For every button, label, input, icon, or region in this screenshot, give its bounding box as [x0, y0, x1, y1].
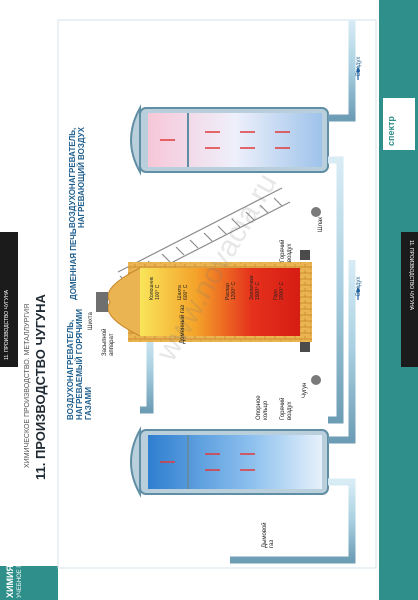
publisher-logo: [383, 98, 415, 150]
left-band-text: 11. ПРОИЗВОДСТВО ЧУГУНА: [4, 290, 10, 360]
right-index-band: [401, 232, 418, 367]
footer-subject-bar: [0, 566, 58, 600]
right-band-text: 11. ПРОИЗВОДСТВО ЧУГУНА: [408, 240, 414, 310]
subject-sub: УЧЕБНОЕ ПОСОБИЕ: [17, 537, 23, 598]
iron-ladle: [311, 375, 321, 385]
furnace-interior: [140, 268, 300, 336]
label-charge: Шихта: [88, 312, 94, 330]
label-blast-gas: Доменный газ: [180, 305, 186, 344]
poster-title: 11. ПРОИЗВОДСТВО ЧУГУНА: [33, 294, 48, 480]
diagram-frame: [57, 19, 377, 569]
tuyere-top: [300, 250, 310, 260]
air-heater-top: [130, 104, 329, 176]
tuyere-bottom: [300, 342, 310, 352]
label-slag: Шлак: [318, 217, 324, 232]
slag-ladle: [311, 207, 321, 217]
publisher-logo-text: спектр: [386, 116, 396, 146]
furnace-top-cone: [107, 267, 141, 337]
label-iron: Чугун: [302, 382, 308, 398]
loading-bell: [96, 292, 108, 312]
label-furnace: ДОМЕННАЯ ПЕЧЬ: [69, 228, 78, 300]
left-index-band: [0, 232, 18, 367]
label-air-top: Воздух: [356, 56, 362, 76]
label-heater-top: ВОЗДУХОНАГРЕВАТЕЛЬ,НАГРЕВАЮЩИЙ ВОЗДУХ: [68, 127, 87, 228]
subject: ХИМИЯ: [5, 565, 15, 598]
label-air-mid: Воздух: [356, 276, 362, 296]
series-title: ХИМИЧЕСКОЕ ПРОИЗВОДСТВО. МЕТАЛЛУРГИЯ: [24, 303, 31, 468]
